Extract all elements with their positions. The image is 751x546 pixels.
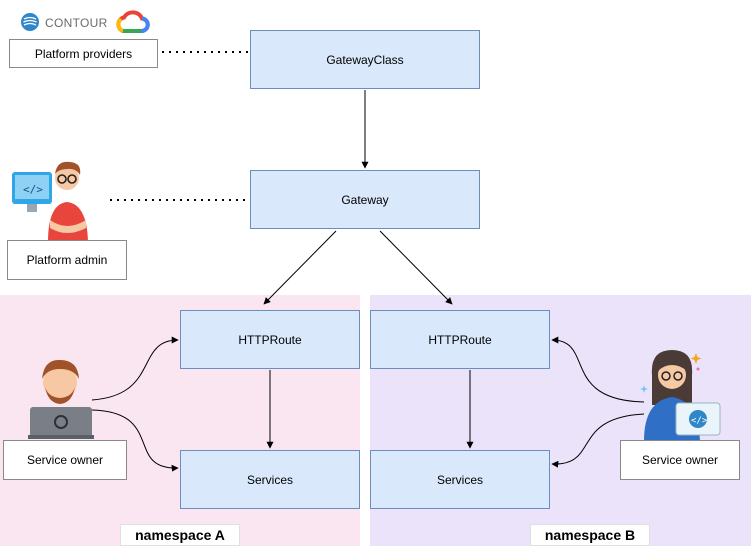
- httproute-a-text: HTTPRoute: [238, 332, 302, 347]
- service-owner-a-avatar: [26, 357, 96, 439]
- gatewayclass-node: GatewayClass: [250, 30, 480, 89]
- platform-providers-label: Platform providers: [9, 39, 158, 68]
- brand-logos: CONTOUR: [20, 9, 151, 38]
- contour-logo-text: CONTOUR: [45, 16, 108, 30]
- service-owner-a-label: Service owner: [3, 440, 127, 480]
- owner-a-to-services-a-arrow: [91, 409, 179, 472]
- platform-providers-text: Platform providers: [34, 46, 133, 61]
- services-a-node: Services: [180, 450, 360, 509]
- owner-b-to-services-b-arrow: [551, 413, 645, 468]
- namespace-b-text: namespace B: [544, 527, 636, 543]
- gateway-to-httproute-b-arrow: [379, 230, 453, 305]
- service-owner-a-text: Service owner: [26, 453, 104, 467]
- owner-a-to-httproute-a-arrow: [91, 336, 179, 401]
- contour-logo-icon: [20, 12, 40, 35]
- owner-b-to-httproute-b-arrow: [551, 336, 645, 403]
- google-cloud-logo-icon: [113, 9, 151, 38]
- services-b-text: Services: [436, 472, 483, 487]
- gatewayclass-text: GatewayClass: [326, 52, 404, 67]
- service-owner-b-label: Service owner: [620, 440, 740, 480]
- platform-admin-label: Platform admin: [7, 240, 127, 280]
- svg-text:</>: </>: [23, 183, 43, 196]
- namespace-b-label: namespace B: [530, 524, 650, 546]
- gateway-node: Gateway: [250, 170, 480, 229]
- gateway-text: Gateway: [341, 192, 389, 207]
- httproute-b-text: HTTPRoute: [428, 332, 492, 347]
- gateway-to-httproute-a-arrow: [263, 230, 337, 305]
- platform-admin-text: Platform admin: [26, 253, 108, 267]
- httproute-b-node: HTTPRoute: [370, 310, 550, 369]
- service-owner-b-text: Service owner: [641, 453, 719, 467]
- httproute-a-node: HTTPRoute: [180, 310, 360, 369]
- service-owner-b-avatar: </>: [640, 345, 724, 441]
- services-b-node: Services: [370, 450, 550, 509]
- platform-admin-avatar: </>: [10, 158, 100, 242]
- services-a-text: Services: [246, 472, 293, 487]
- namespace-a-text: namespace A: [135, 527, 225, 543]
- svg-text:</>: </>: [691, 416, 708, 426]
